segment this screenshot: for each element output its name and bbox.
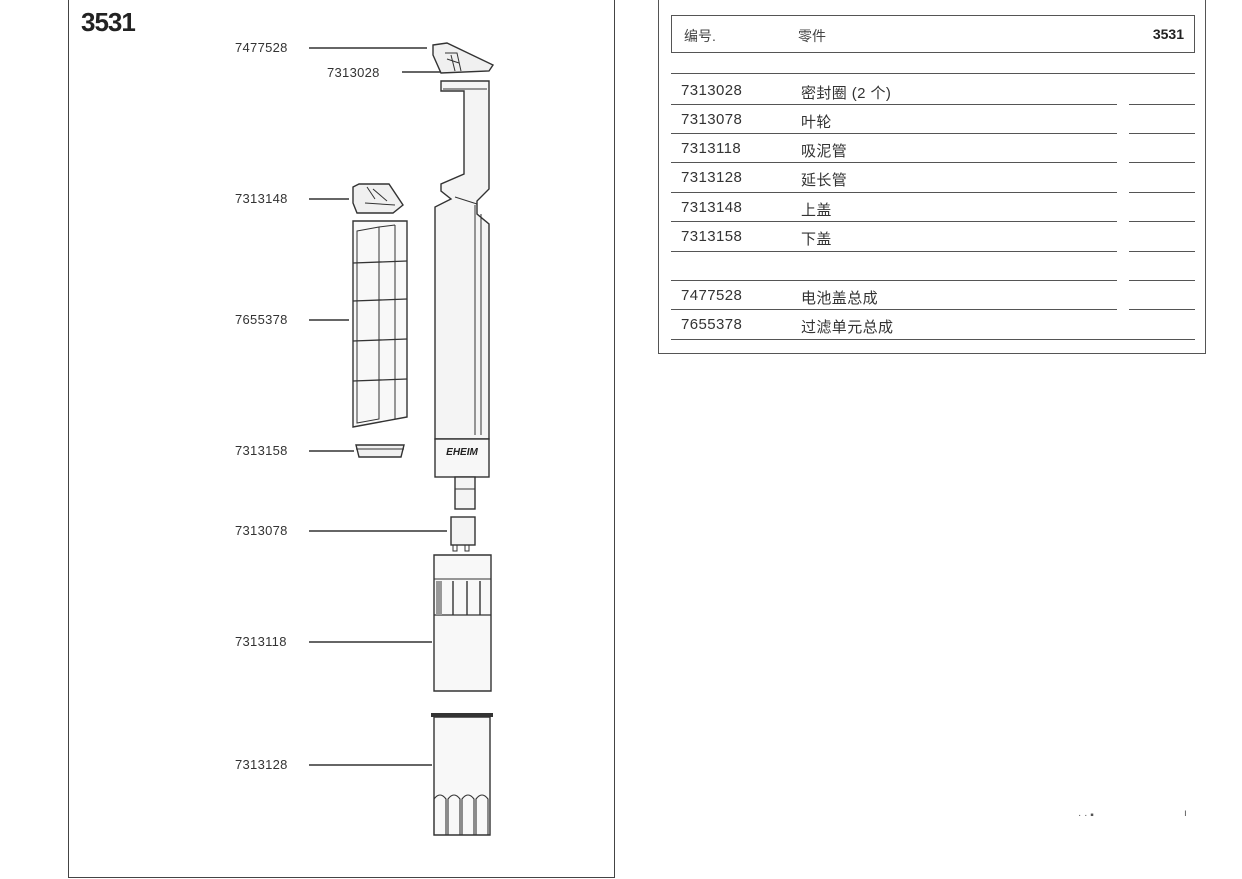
diagram-model-number: 3531 xyxy=(81,7,136,37)
row-4-number: 7313128 xyxy=(681,169,743,186)
callout-7313158: 7313158 xyxy=(235,443,288,458)
upper-cover-part xyxy=(352,183,404,214)
suction-tube-part xyxy=(433,554,492,692)
exploded-diagram-panel: 3531 xyxy=(68,0,615,878)
row-rule xyxy=(671,280,1117,281)
row-2-number: 7313078 xyxy=(681,111,743,128)
row-3-part: 吸泥管 xyxy=(801,143,848,160)
header-part-label: 零件 xyxy=(798,28,826,44)
callout-7313078: 7313078 xyxy=(235,523,288,538)
row-rule xyxy=(1129,104,1195,105)
row-rule xyxy=(1129,280,1195,281)
lower-cover-part xyxy=(355,444,405,458)
row-6-part: 下盖 xyxy=(801,231,832,248)
row-9-number: 7655378 xyxy=(681,316,743,333)
row-rule xyxy=(671,133,1117,134)
row-rule xyxy=(671,309,1117,310)
corner-mark-left: · · ▪ xyxy=(1078,810,1094,821)
parts-list-table: 编号. 零件 3531 7313028 密封圈 (2 个) 7313078 叶轮… xyxy=(658,0,1206,354)
table-header: 编号. 零件 3531 xyxy=(671,15,1195,53)
callout-7477528: 7477528 xyxy=(235,40,288,55)
callout-7655378: 7655378 xyxy=(235,312,288,327)
impeller-part xyxy=(450,516,476,552)
extension-tube-part xyxy=(431,713,493,836)
row-3-number: 7313118 xyxy=(681,140,742,157)
row-rule xyxy=(671,162,1117,163)
header-model-number: 3531 xyxy=(1152,26,1184,42)
callout-7313028: 7313028 xyxy=(327,65,380,80)
exploded-parts-diagram: EHEIM xyxy=(309,42,495,836)
row-8-part: 电池盖总成 xyxy=(801,290,879,307)
row-1-number: 7313028 xyxy=(681,82,743,99)
row-8-number: 7477528 xyxy=(681,287,743,304)
row-2-part: 叶轮 xyxy=(801,114,832,131)
row-5-part: 上盖 xyxy=(801,202,832,219)
callout-7313148: 7313148 xyxy=(235,191,288,206)
main-body-part xyxy=(434,80,490,510)
row-1-part: 密封圈 (2 个) xyxy=(801,85,892,102)
row-6-number: 7313158 xyxy=(681,228,743,245)
row-rule xyxy=(1129,133,1195,134)
row-5-number: 7313148 xyxy=(681,199,743,216)
row-rule xyxy=(1129,251,1195,252)
row-rule xyxy=(671,192,1117,193)
row-rule xyxy=(671,104,1117,105)
row-rule xyxy=(1129,221,1195,222)
row-rule xyxy=(1129,162,1195,163)
row-rule xyxy=(1129,192,1195,193)
header-number-label: 编号. xyxy=(684,28,716,44)
filter-unit-part xyxy=(352,220,408,428)
callout-7313128: 7313128 xyxy=(235,757,288,772)
callout-7313118: 7313118 xyxy=(235,634,287,649)
eheim-logo-text: EHEIM xyxy=(446,447,478,458)
row-rule xyxy=(1129,309,1195,310)
row-rule xyxy=(671,221,1117,222)
row-9-part: 过滤单元总成 xyxy=(801,319,894,336)
table-bottom-rule xyxy=(671,339,1195,340)
battery-cap-part xyxy=(432,42,495,74)
table-divider xyxy=(671,73,1195,74)
row-4-part: 延长管 xyxy=(801,172,848,189)
row-rule xyxy=(671,251,1117,252)
corner-mark-right: ı xyxy=(1184,808,1187,819)
